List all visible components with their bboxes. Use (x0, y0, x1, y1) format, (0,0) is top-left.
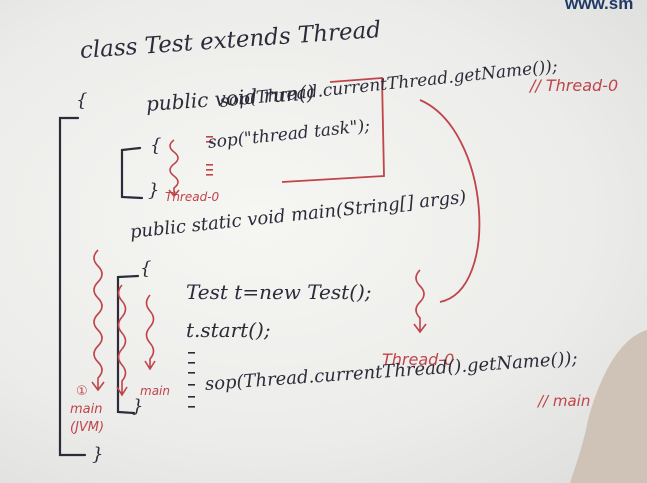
red-arrow-curve (419, 99, 481, 303)
dotted-marks-main (188, 352, 195, 408)
class-close-brace: } (92, 444, 104, 465)
wavy-arrow-main-inner (144, 294, 156, 371)
main-thread-label: main (140, 384, 170, 398)
class-open-brace: { (76, 90, 88, 111)
jvm-label: (JVM) (70, 420, 105, 435)
wavy-arrow-jvm (91, 249, 105, 392)
class-bracket (58, 116, 87, 457)
thread0-run-label: Thread-0 (165, 190, 220, 204)
main-open-brace: { (140, 258, 152, 279)
main-comment: // main (538, 392, 591, 410)
thread0-comment: // Thread-0 (530, 76, 619, 95)
main-close-brace: } (132, 396, 144, 417)
jvm-main-label: main (70, 402, 103, 417)
dotted-marks-run (206, 136, 213, 176)
wavy-arrow-main-left (116, 284, 128, 397)
main-bracket (116, 274, 140, 415)
run-bracket (120, 146, 144, 200)
watermark: www.sm (565, 0, 634, 13)
wavy-arrow-run (168, 139, 180, 198)
instructor-shoulder (570, 330, 647, 483)
wavy-arrow-thread0 (413, 269, 427, 334)
jvm-number: ① (76, 384, 88, 399)
thread0-main-label: Thread-0 (382, 350, 455, 369)
run-open-brace: { (150, 135, 162, 156)
main-statement-start: t.start(); (186, 318, 271, 342)
run-close-brace: } (148, 180, 160, 201)
red-run-box (281, 77, 385, 183)
main-statement-new: Test t=new Test(); (186, 280, 372, 304)
